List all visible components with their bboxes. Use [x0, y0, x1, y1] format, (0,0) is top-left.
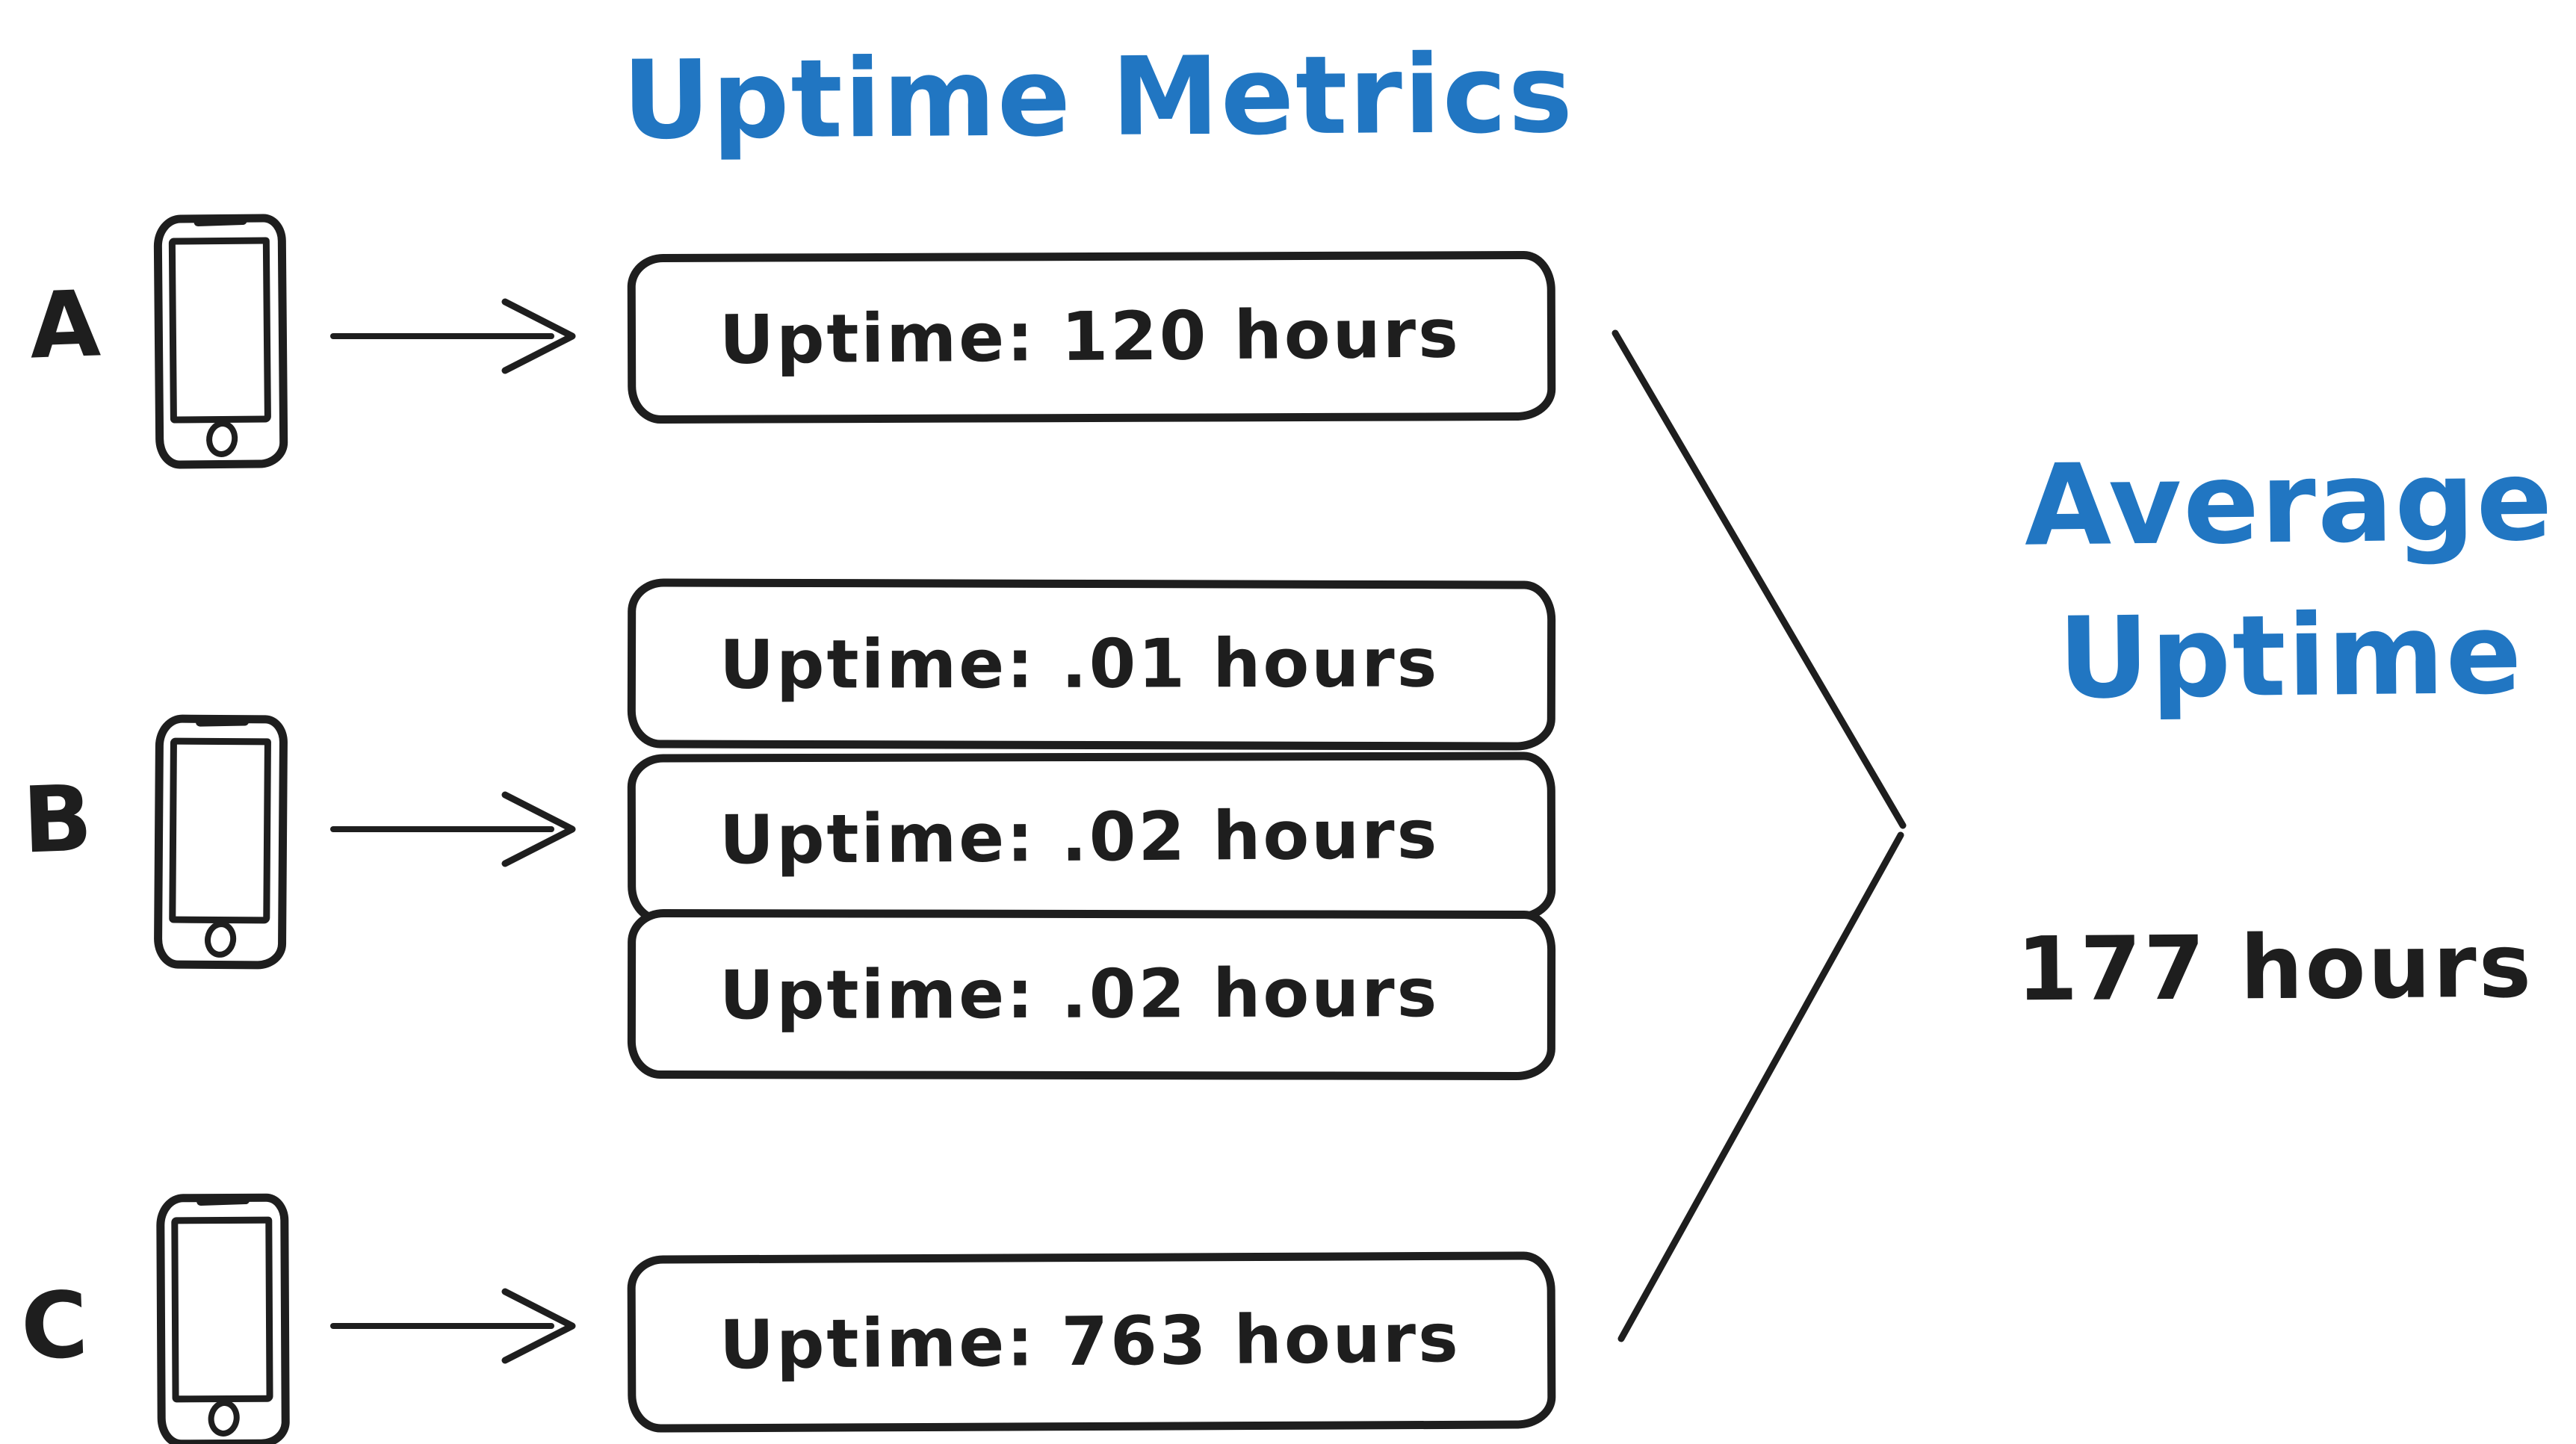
arrow-right-icon: [330, 1288, 576, 1364]
phone-screen: [169, 737, 271, 924]
phone-notch: [196, 717, 250, 727]
diagram-title: Uptime Metrics: [622, 31, 1575, 164]
smartphone-icon: [153, 714, 288, 970]
device-a-label: A: [28, 270, 102, 379]
metric-box-b3: Uptime: .02 hours: [627, 908, 1556, 1081]
average-uptime-value: 177 hours: [2016, 914, 2534, 1021]
smartphone-icon: [153, 214, 288, 469]
phone-home-button: [203, 418, 240, 459]
metric-text: Uptime: .02 hours: [719, 795, 1440, 880]
device-b-label: B: [20, 765, 94, 874]
metric-text: Uptime: .02 hours: [719, 953, 1440, 1035]
average-uptime-heading-line1: Average: [2023, 436, 2555, 571]
metric-box-a: Uptime: 120 hours: [627, 250, 1556, 424]
average-uptime-heading-line2: Uptime: [2058, 589, 2524, 725]
metric-text: Uptime: .01 hours: [719, 624, 1440, 704]
phone-notch: [193, 216, 248, 227]
metric-text: Uptime: 763 hours: [719, 1298, 1461, 1385]
arrow-right-icon: [330, 791, 576, 867]
phone-screen: [171, 1216, 273, 1403]
metric-text: Uptime: 120 hours: [719, 294, 1461, 380]
average-uptime-heading: Average Uptime: [1990, 424, 2576, 737]
phone-home-button: [205, 1398, 242, 1439]
device-c-label: C: [19, 1271, 90, 1381]
metric-box-c: Uptime: 763 hours: [627, 1251, 1556, 1433]
metric-box-b2: Uptime: .02 hours: [627, 752, 1556, 924]
arrow-right-icon: [330, 298, 576, 374]
phone-home-button: [202, 919, 238, 960]
metric-box-b1: Uptime: .01 hours: [627, 578, 1556, 751]
merge-chevron: [1611, 329, 1907, 1342]
phone-screen: [168, 237, 271, 424]
smartphone-icon: [156, 1193, 290, 1444]
phone-notch: [196, 1195, 251, 1206]
